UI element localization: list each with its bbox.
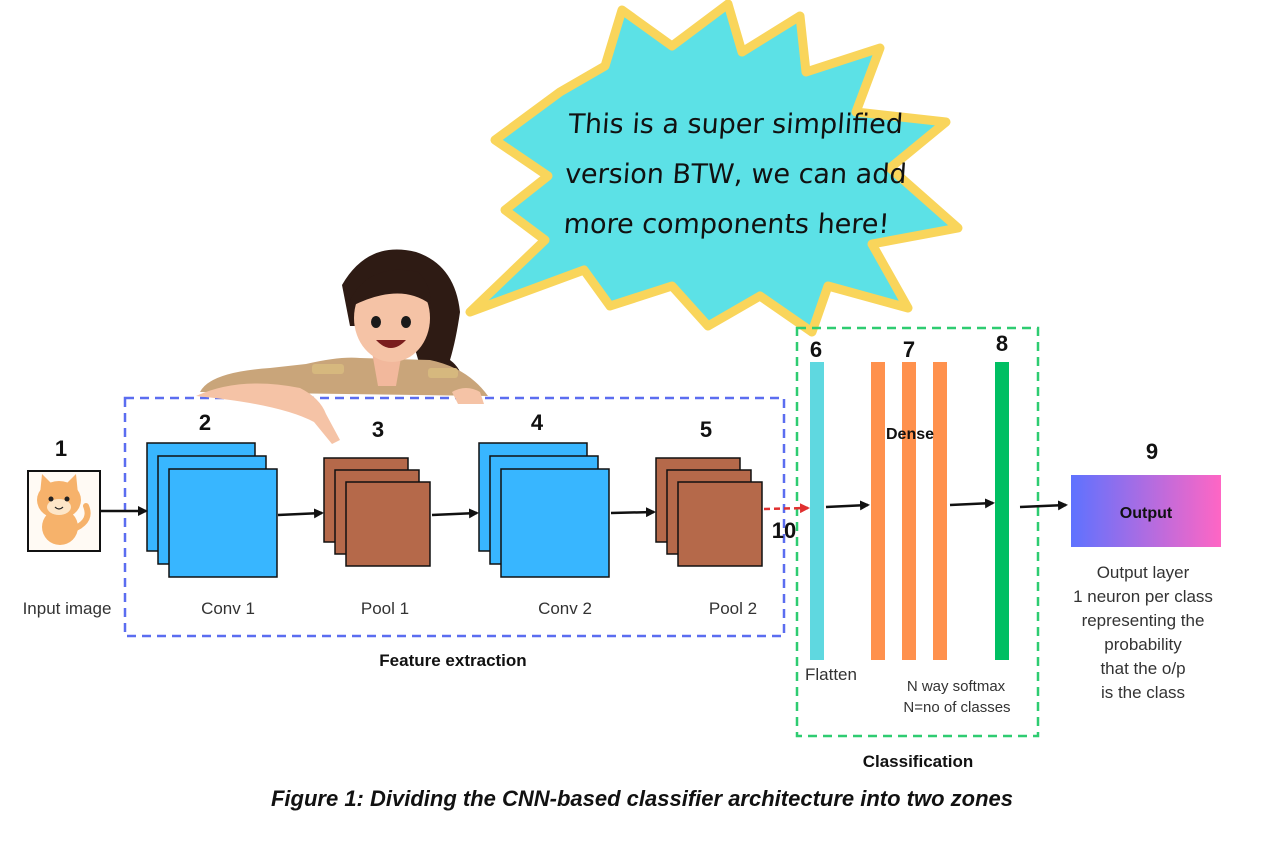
conv1-feature-maps [146, 442, 278, 578]
output-description-line1: Output layer [1097, 563, 1190, 582]
feature-extraction-label: Feature extraction [379, 651, 526, 670]
arrow-flatten-to-dense [825, 500, 870, 511]
conv2-label: Conv 2 [538, 599, 592, 618]
step-number-6: 6 [810, 337, 822, 362]
dense-layer-1 [871, 362, 885, 660]
dense-layer-3 [933, 362, 947, 660]
arrow-pool1-to-conv2 [431, 508, 479, 519]
step-number-5: 5 [700, 417, 712, 442]
step-number-10: 10 [772, 518, 796, 543]
softmax-label-line1: N way softmax [907, 678, 1006, 695]
speech-line-1: This is a super simplified [567, 109, 905, 140]
step-number-7: 7 [903, 337, 915, 362]
speech-bubble [465, 0, 963, 337]
step-number-3: 3 [372, 417, 384, 442]
arrow-conv1-to-pool1 [277, 508, 324, 519]
pool2-feature-maps [655, 457, 763, 567]
pool1-label: Pool 1 [361, 599, 409, 618]
step-number-4: 4 [531, 410, 544, 435]
softmax-layer [995, 362, 1009, 660]
pool2-label: Pool 2 [709, 599, 757, 618]
output-box-label: Output [1120, 505, 1173, 522]
arrow-pool2-to-flatten [763, 503, 810, 514]
step-number-8: 8 [996, 331, 1008, 356]
cat-icon [37, 474, 91, 545]
output-description-line4: probability [1104, 635, 1182, 654]
output-box [1071, 475, 1221, 547]
arrow-dense-to-softmax [949, 498, 995, 509]
dense-layer-2 [902, 362, 916, 660]
girl-pointing-illustration [196, 249, 488, 444]
dense-label: Dense [886, 426, 934, 443]
step-number-9: 9 [1146, 439, 1158, 464]
pool1-feature-maps [323, 457, 431, 567]
speech-line-2: version BTW, we can add [563, 159, 908, 190]
flow-arrows [101, 498, 1068, 519]
flatten-layer [810, 362, 824, 660]
output-description-line6: is the class [1101, 683, 1185, 702]
arrow-softmax-to-output [1019, 500, 1068, 511]
speech-bubble-text: This is a super simplified version BTW, … [560, 100, 908, 250]
classification-label: Classification [863, 752, 974, 771]
speech-line-3: more components here! [562, 209, 891, 240]
output-description-line2: 1 neuron per class [1073, 587, 1213, 606]
output-description-line3: representing the [1082, 611, 1205, 630]
input-image-label: Input image [23, 599, 112, 618]
output-description-line5: that the o/p [1100, 659, 1185, 678]
arrow-conv2-to-pool2 [610, 507, 656, 518]
conv1-label: Conv 1 [201, 599, 255, 618]
figure-caption: Figure 1: Dividing the CNN-based classif… [270, 786, 1014, 811]
input-image [27, 470, 101, 552]
step-number-2: 2 [199, 410, 211, 435]
softmax-label-line2: N=no of classes [903, 699, 1010, 716]
conv2-feature-maps [478, 442, 610, 578]
classification-zone [795, 326, 1040, 738]
flatten-label: Flatten [805, 665, 857, 684]
step-number-1: 1 [55, 436, 67, 461]
